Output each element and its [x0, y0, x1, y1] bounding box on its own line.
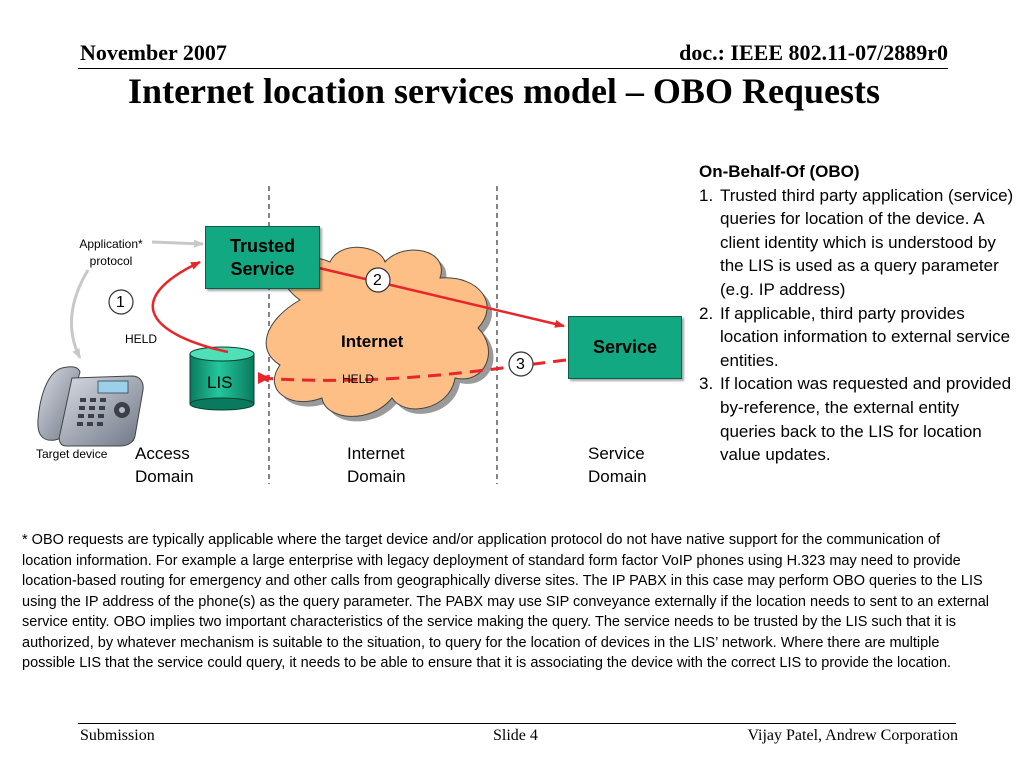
step-badge-3: [508, 351, 534, 377]
footnote: * OBO requests are typically applicable …: [22, 532, 989, 671]
service-domain-label: Service Domain: [588, 444, 647, 486]
internet-domain-label: Internet Domain: [347, 444, 406, 486]
held-left-label: HELD: [125, 332, 158, 346]
obo-item-number: 3.: [699, 374, 714, 394]
internet-label: Internet: [341, 332, 404, 351]
step-number-2: 2: [373, 272, 382, 289]
service-box: Service: [568, 316, 682, 379]
lis-label: LIS: [207, 373, 233, 392]
desk-phone-icon: [37, 366, 144, 447]
trusted-service-box: Trusted Service: [205, 226, 320, 289]
obo-item-number: 1.: [699, 185, 714, 205]
step3-arrow: [259, 358, 567, 383]
header-date: November 2007: [80, 40, 227, 65]
slide-title: Internet location services model – OBO R…: [128, 71, 880, 111]
step-number-3: 3: [516, 356, 525, 373]
obo-item-text: Trusted third party application (service…: [720, 185, 1014, 299]
obo-list: 1. Trusted third party application (serv…: [699, 184, 1017, 467]
obo-item-text: If location was requested and provided b…: [720, 374, 1012, 465]
obo-panel: On-Behalf-Of (OBO) 1. Trusted third part…: [699, 160, 1017, 467]
step3-arrow-tail: [258, 372, 270, 384]
target-device-label: Target device: [36, 447, 108, 461]
footer-slide-number: Slide 4: [493, 727, 538, 744]
step-number-1: 1: [116, 294, 125, 311]
obo-item-text: If applicable, third party provides loca…: [720, 303, 1011, 370]
header-rule: [78, 68, 948, 69]
step-badge-2: [365, 267, 391, 293]
app-protocol-arrow: [151, 239, 204, 248]
obo-list-item: 1. Trusted third party application (serv…: [699, 184, 1017, 302]
access-domain-label: Access Domain: [135, 444, 194, 486]
obo-item-number: 2.: [699, 303, 714, 323]
obo-list-item: 3. If location was requested and provide…: [699, 372, 1017, 466]
obo-heading: On-Behalf-Of (OBO): [699, 162, 860, 181]
footer-submission: Submission: [80, 727, 155, 744]
held-cloud-label: HELD: [342, 372, 375, 386]
header-doc-id: doc.: IEEE 802.11-07/2889r0: [679, 40, 948, 65]
app-protocol-to-phone-arrow: [70, 269, 90, 359]
step1-arrow: [151, 260, 229, 354]
footer-author: Vijay Patel, Andrew Corporation: [747, 727, 958, 744]
step-badge-1: [108, 289, 134, 315]
lis-cylinder: [189, 346, 255, 411]
step2-arrow: [301, 262, 565, 328]
obo-list-item: 2. If applicable, third party provides l…: [699, 302, 1017, 373]
footer-rule: [78, 723, 956, 724]
application-protocol-label: Application* protocol: [79, 237, 143, 268]
